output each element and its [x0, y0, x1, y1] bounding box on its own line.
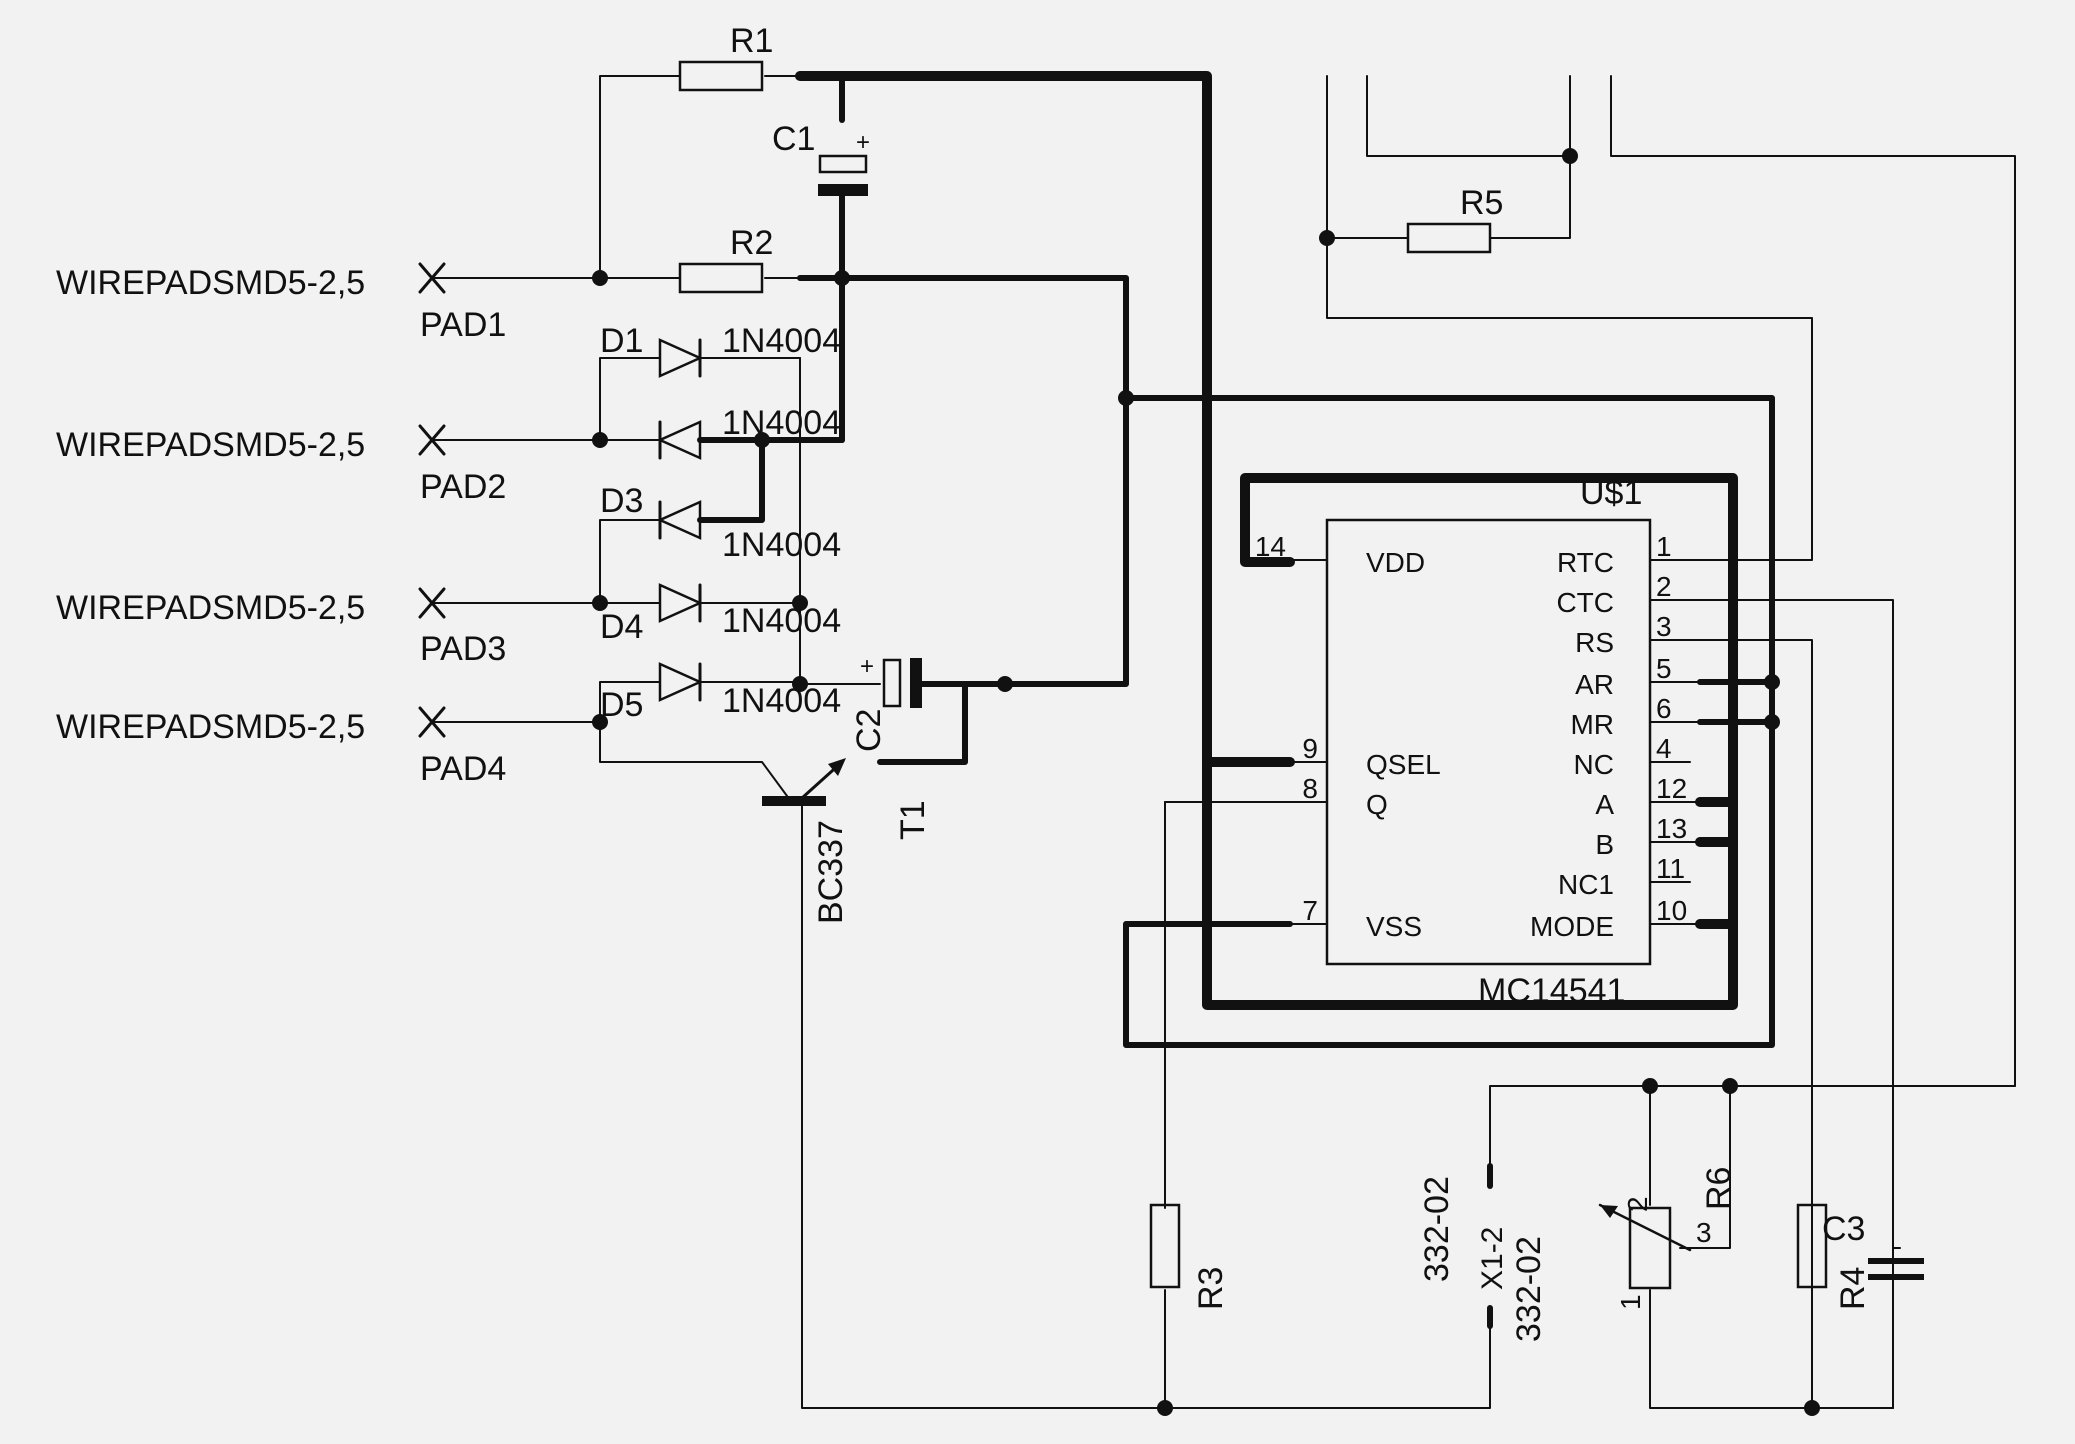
svg-text:13: 13	[1656, 813, 1687, 844]
transistor-t1: T1 BC337	[762, 758, 932, 924]
pad-name-label: PAD1	[420, 306, 506, 344]
svg-text:7: 7	[1302, 895, 1318, 926]
pad-2: WIREPADSMD5-2,5 PAD2	[56, 424, 506, 506]
svg-text:3: 3	[1696, 1217, 1712, 1248]
svg-text:MR: MR	[1570, 709, 1614, 740]
svg-text:X1-2: X1-2	[1476, 1227, 1509, 1290]
svg-text:BC337: BC337	[812, 820, 850, 924]
emitter-arrow-icon	[828, 758, 846, 776]
pad-1: WIREPADSMD5-2,5 PAD1	[56, 262, 506, 344]
resistor-r1: R1	[678, 22, 773, 92]
svg-text:1: 1	[1656, 531, 1672, 562]
pad-name-label: PAD3	[420, 630, 506, 668]
svg-text:3: 3	[1656, 611, 1672, 642]
svg-text:QSEL: QSEL	[1366, 749, 1441, 780]
svg-text:CTC: CTC	[1556, 587, 1614, 618]
svg-text:Q: Q	[1366, 789, 1388, 820]
svg-text:R4: R4	[1834, 1267, 1872, 1310]
svg-text:4: 4	[1656, 733, 1672, 764]
svg-text:AR: AR	[1575, 669, 1614, 700]
svg-text:R3: R3	[1192, 1267, 1230, 1310]
svg-text:6: 6	[1656, 693, 1672, 724]
svg-text:R1: R1	[730, 22, 773, 60]
svg-text:5: 5	[1656, 653, 1672, 684]
svg-text:D3: D3	[600, 482, 643, 520]
svg-text:NC1: NC1	[1558, 869, 1614, 900]
svg-text:A: A	[1595, 789, 1614, 820]
diode-d2: 1N4004	[656, 404, 841, 460]
svg-text:MC14541: MC14541	[1478, 972, 1625, 1010]
thin-wires	[431, 75, 2016, 1409]
pad-cross-icon	[418, 424, 446, 456]
pad-name-label: PAD4	[420, 750, 506, 788]
wiper-arrow-icon	[1600, 1205, 1618, 1218]
svg-text:332-02: 332-02	[1418, 1176, 1456, 1282]
svg-text:332-02: 332-02	[1510, 1236, 1548, 1342]
svg-text:+: +	[856, 129, 870, 156]
svg-text:8: 8	[1302, 773, 1318, 804]
diode-d3: D3 1N4004	[600, 482, 841, 564]
diode-d4: D4 1N4004	[600, 583, 841, 646]
pad-name-label: PAD2	[420, 468, 506, 506]
capacitor-c3: C3	[1822, 1210, 1924, 1280]
svg-text:T1: T1	[894, 800, 932, 840]
svg-text:B: B	[1595, 829, 1614, 860]
pad-part-label: WIREPADSMD5-2,5	[56, 264, 365, 302]
svg-text:R5: R5	[1460, 184, 1503, 222]
capacitor-c2: + C2	[850, 653, 968, 752]
pad-3: WIREPADSMD5-2,5 PAD3	[56, 587, 506, 668]
pad-part-label: WIREPADSMD5-2,5	[56, 426, 365, 464]
svg-text:14: 14	[1255, 531, 1286, 562]
capacitor-c1: C1 +	[772, 120, 870, 241]
resistor-r2: R2	[678, 224, 773, 294]
svg-text:9: 9	[1302, 733, 1318, 764]
svg-text:12: 12	[1656, 773, 1687, 804]
svg-text:RTC: RTC	[1557, 547, 1614, 578]
svg-text:RS: RS	[1575, 627, 1614, 658]
svg-text:D5: D5	[600, 686, 643, 724]
svg-text:R6: R6	[1700, 1167, 1738, 1210]
svg-text:1N4004: 1N4004	[722, 682, 841, 720]
svg-text:1N4004: 1N4004	[722, 404, 841, 442]
svg-text:1N4004: 1N4004	[722, 322, 841, 360]
svg-text:D1: D1	[600, 322, 643, 360]
ic-u1: U$1 MC14541 14 VDD 9 QSEL 8 Q 7 VSS 1 RT…	[1255, 474, 1687, 1010]
svg-text:VSS: VSS	[1366, 911, 1422, 942]
svg-text:MODE: MODE	[1530, 911, 1614, 942]
svg-text:VDD: VDD	[1366, 547, 1425, 578]
svg-text:10: 10	[1656, 895, 1687, 926]
pad-4: WIREPADSMD5-2,5 PAD4	[56, 706, 506, 788]
resistor-r3: R3	[1149, 1203, 1230, 1310]
diode-d5: D5 1N4004	[600, 662, 841, 724]
pad-cross-icon	[418, 262, 446, 294]
pad-part-label: WIREPADSMD5-2,5	[56, 708, 365, 746]
svg-text:1N4004: 1N4004	[722, 526, 841, 564]
svg-text:NC: NC	[1574, 749, 1614, 780]
svg-text:C1: C1	[772, 120, 815, 158]
svg-text:2: 2	[1656, 571, 1672, 602]
connector-x1: 332-02 X1-2 332-02	[1418, 1163, 1548, 1342]
resistor-r5: R5	[1406, 184, 1503, 254]
svg-text:2: 2	[1622, 1196, 1653, 1212]
resistor-r4: R4	[1796, 1203, 1872, 1310]
svg-text:1N4004: 1N4004	[722, 602, 841, 640]
svg-text:D4: D4	[600, 608, 643, 646]
potentiometer-r6: R6 2 3 1	[1598, 1167, 1738, 1310]
pad-part-label: WIREPADSMD5-2,5	[56, 589, 365, 627]
junctions	[592, 148, 1820, 1416]
svg-text:11: 11	[1656, 853, 1685, 884]
diode-d1: D1 1N4004	[600, 322, 841, 378]
svg-text:U$1: U$1	[1580, 474, 1642, 512]
svg-text:1: 1	[1615, 1294, 1646, 1310]
svg-text:+: +	[860, 653, 874, 680]
svg-text:R2: R2	[730, 224, 773, 262]
pad-cross-icon	[418, 587, 446, 619]
svg-text:C2: C2	[850, 709, 888, 752]
svg-text:C3: C3	[1822, 1210, 1865, 1248]
pad-cross-icon	[418, 706, 446, 738]
